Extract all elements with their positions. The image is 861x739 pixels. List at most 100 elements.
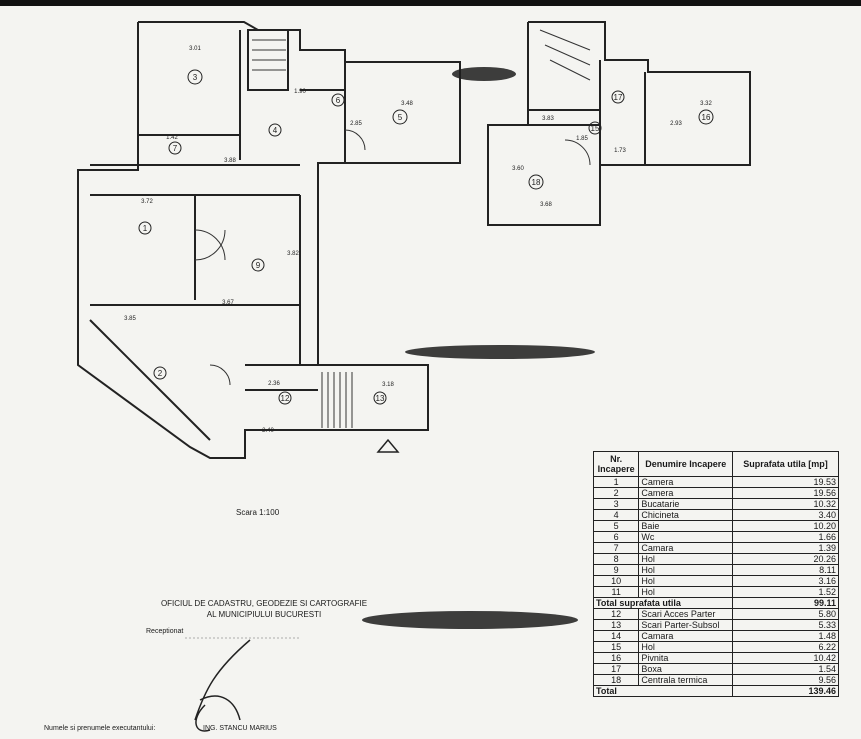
room-marker: [251, 258, 265, 272]
room-marker: [331, 93, 345, 107]
ground-floor-outline: [77, 21, 461, 459]
room-name-cell: Hol: [638, 586, 734, 598]
room-number-cell: 10: [592, 575, 640, 587]
room-marker: [138, 221, 152, 235]
room-name-cell: Hol: [638, 553, 734, 565]
room-name-cell: Chicineta: [638, 509, 734, 521]
room-number-cell: 17: [592, 663, 640, 675]
executor-label: Numele si prenumele executantului:: [44, 725, 156, 732]
room-name-cell: Bucatarie: [638, 498, 734, 510]
dimension-label: 1.85: [576, 136, 588, 142]
room-area-cell: 8.11: [732, 564, 839, 576]
dimension-label: 2.40: [262, 428, 274, 434]
room-number-cell: 3: [592, 498, 640, 510]
office-line-1: OFICIUL DE CADASTRU, GEODEZIE SI CARTOGR…: [160, 599, 368, 608]
room-area-cell: 19.53: [732, 476, 839, 488]
room-marker: [392, 109, 408, 125]
room-name-cell: Camara: [638, 542, 734, 554]
room-number-cell: 9: [592, 564, 640, 576]
room-number: 18: [532, 178, 541, 187]
room-area-table: Nr. Incapere Denumire Incapere Suprafata…: [592, 451, 839, 697]
wall: [89, 319, 211, 441]
room-area-cell: 1.54: [732, 663, 839, 675]
room-marker: [268, 123, 282, 137]
room-number-cell: 6: [592, 531, 640, 543]
room-name-cell: Camera: [638, 487, 734, 499]
dimension-label: 1.73: [614, 148, 626, 154]
room-name-cell: Camera: [638, 476, 734, 488]
room-number: 9: [256, 261, 261, 270]
dimension-label: 2.93: [670, 121, 682, 127]
room-number: 16: [702, 113, 711, 122]
room-number-cell: 2: [592, 487, 640, 499]
room-area-cell: 9.56: [732, 674, 839, 686]
room-number-cell: 1: [592, 476, 640, 488]
room-number-cell: 5: [592, 520, 640, 532]
room-number: 15: [591, 124, 600, 133]
room-number: 1: [143, 224, 148, 233]
dimension-label: 3.83: [542, 116, 554, 122]
room-name-cell: Centrala termica: [638, 674, 734, 686]
room-area-cell: 5.80: [732, 608, 839, 620]
entrance-arrow-icon: [376, 438, 400, 453]
room-marker: [278, 391, 292, 405]
dimension-label: 3.82: [287, 251, 299, 257]
room-number-cell: 13: [592, 619, 640, 631]
room-name-cell: Camara: [638, 630, 734, 642]
dimension-label: 2.36: [268, 381, 280, 387]
room-number-cell: 15: [592, 641, 640, 653]
room-marker: [588, 121, 602, 135]
room-number-cell: 8: [592, 553, 640, 565]
room-area-cell: 6.22: [732, 641, 839, 653]
dimension-label: 3.67: [222, 300, 234, 306]
office-line-2: AL MUNICIPIULUI BUCURESTI: [206, 610, 322, 619]
room-number: 2: [158, 369, 163, 378]
room-area-cell: 10.32: [732, 498, 839, 510]
room-area-cell: 5.33: [732, 619, 839, 631]
dimension-label: 1.90: [294, 89, 306, 95]
room-number: 12: [281, 394, 290, 403]
room-marker: [373, 391, 387, 405]
total-label: Total: [592, 685, 734, 697]
room-name-cell: Scari Acces Parter: [638, 608, 734, 620]
header-area: Suprafata utila [mp]: [732, 451, 839, 477]
dimension-label: 3.60: [512, 166, 524, 172]
header-nr: Nr. Incapere: [592, 451, 640, 477]
door-swings: [194, 129, 591, 386]
room-marker: [528, 174, 544, 190]
room-number-cell: 11: [592, 586, 640, 598]
room-number-cell: 7: [592, 542, 640, 554]
receiver-label: Receptionat: [146, 628, 184, 635]
room-name-cell: Boxa: [638, 663, 734, 675]
room-area-cell: 10.42: [732, 652, 839, 664]
redaction-smudge: [362, 611, 578, 629]
room-number: 6: [336, 96, 341, 105]
total-row: Total 139.46: [592, 685, 839, 697]
room-marker: [611, 90, 625, 104]
room-area-cell: 3.40: [732, 509, 839, 521]
room-number-cell: 18: [592, 674, 640, 686]
room-name-cell: Scari Parter-Subsol: [638, 619, 734, 631]
room-name-cell: Baie: [638, 520, 734, 532]
executor-name: ING. STANCU MARIUS: [203, 725, 277, 732]
dimension-label: 3.01: [189, 46, 201, 52]
room-name-cell: Wc: [638, 531, 734, 543]
stair-treads: [252, 29, 591, 428]
cadastre-office-header: OFICIUL DE CADASTRU, GEODEZIE SI CARTOGR…: [150, 598, 378, 620]
dimension-label: 3.32: [700, 101, 712, 107]
signature-mark: [194, 639, 251, 732]
room-number-cell: 4: [592, 509, 640, 521]
